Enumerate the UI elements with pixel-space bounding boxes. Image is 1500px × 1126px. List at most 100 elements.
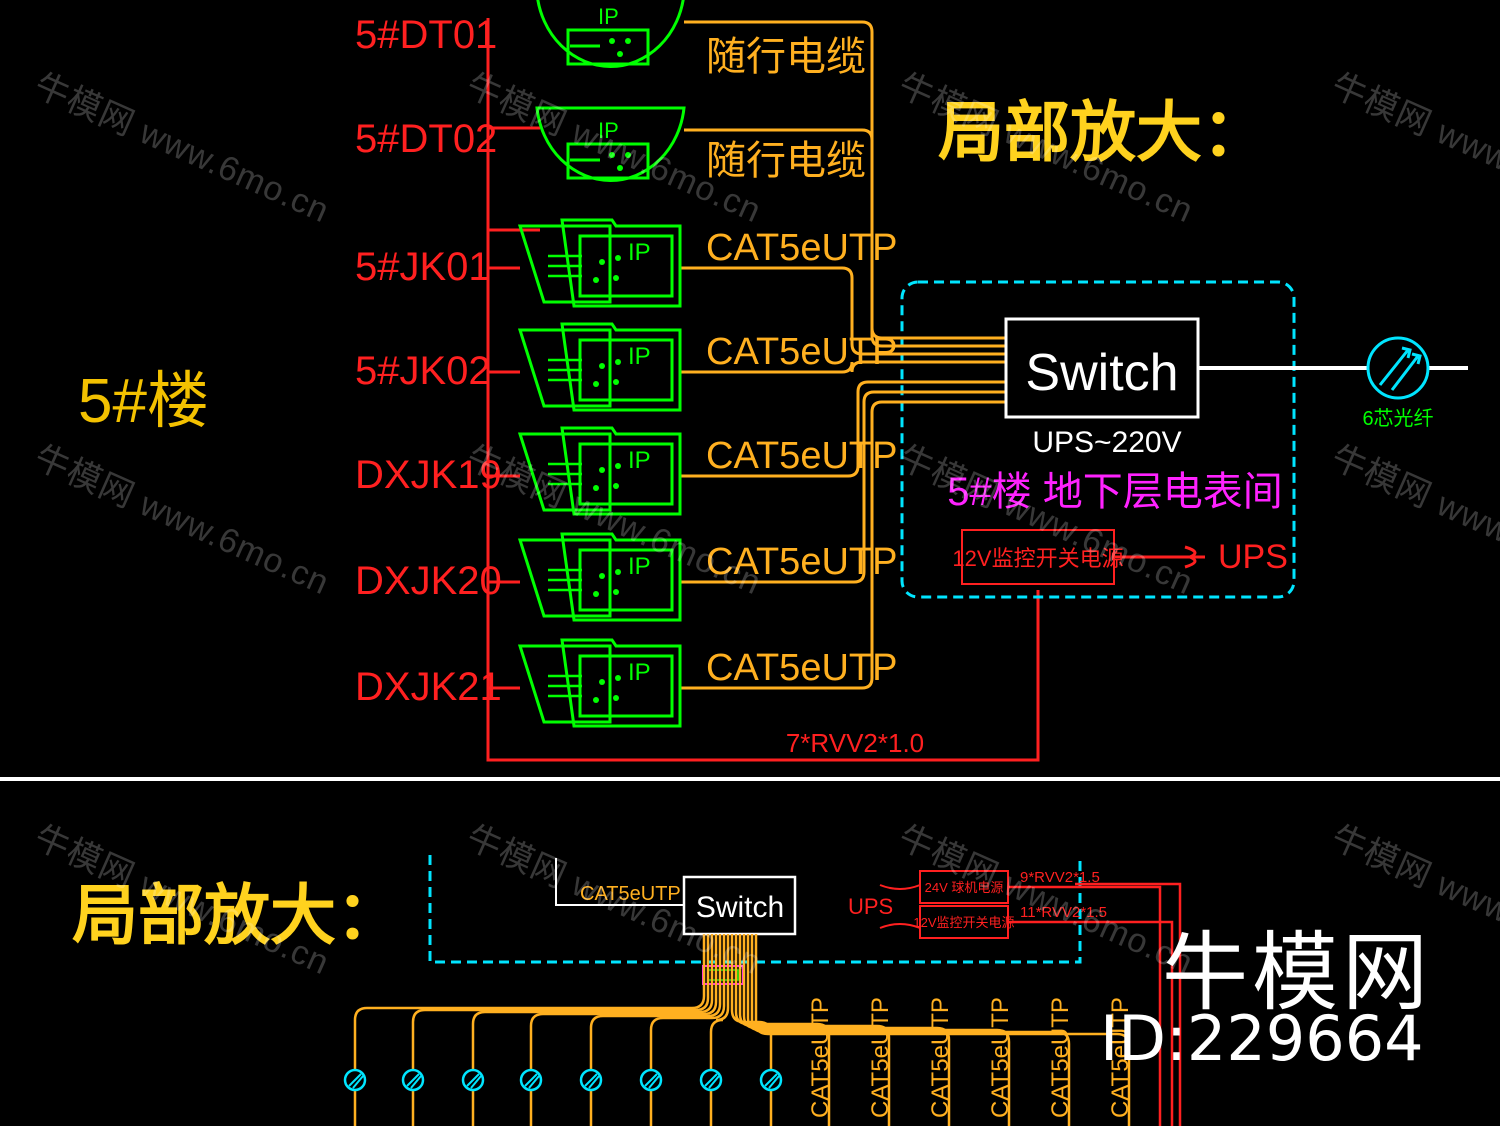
lower-ups-label: UPS <box>848 894 893 919</box>
fiber-node-arrow <box>406 1073 422 1089</box>
camera-fins <box>548 568 582 592</box>
camera-housing-icon <box>517 328 612 408</box>
power-12v-label: 12V监控开关电源 <box>913 915 1014 930</box>
fiber-icon <box>1366 336 1430 400</box>
camera-fins <box>548 674 582 698</box>
camera-body-icon <box>560 218 682 308</box>
led-dot <box>625 38 631 44</box>
ip-label: IP <box>628 447 651 474</box>
dome-camera-icon <box>536 0 685 68</box>
camera-housing-icon <box>517 644 612 724</box>
room-label: 5#楼 地下层电表间 <box>947 470 1283 514</box>
fiber-label: 6芯光纤 <box>1362 407 1433 430</box>
cable-label: CAT5eUTP <box>706 331 897 373</box>
camera-front-icon <box>578 234 674 298</box>
power-24v-label: 24V 球机电源 <box>925 880 1004 895</box>
zoom-title: 局部放大： <box>938 95 1268 169</box>
uplink-cable-label: CAT5eUTP <box>580 883 681 905</box>
led-dot <box>615 463 621 469</box>
led-dot <box>593 277 599 283</box>
camera-housing-icon <box>517 224 612 304</box>
led-dot <box>599 259 605 265</box>
led-dot <box>615 255 621 261</box>
led-dot <box>615 359 621 365</box>
brand-id: ID:229664 <box>1100 1002 1424 1075</box>
led-dot <box>625 152 631 158</box>
camera-fins <box>548 462 582 486</box>
device-1[interactable]: 5#DT02 IP 随行电缆 <box>355 106 866 183</box>
cable-label: CAT5eUTP <box>706 647 897 689</box>
camera-front-icon <box>578 654 674 718</box>
led-dot <box>613 695 619 701</box>
lower-cable-line <box>353 934 706 1126</box>
lower-cable-line <box>709 934 730 1126</box>
ups-connector <box>1114 545 1205 569</box>
lower-power-lines <box>1008 885 1174 1126</box>
led-dot <box>593 485 599 491</box>
lower-cable-line <box>589 934 722 1126</box>
led-dot <box>613 483 619 489</box>
led-dot <box>613 275 619 281</box>
cable-line <box>680 360 1006 374</box>
camera-body-icon <box>560 532 682 622</box>
lower-cable-bundle <box>343 934 1131 1126</box>
cable-line <box>680 380 1006 478</box>
ip-label: IP <box>628 343 651 370</box>
device-id-label: 5#JK02 <box>355 349 491 393</box>
led-dot <box>615 675 621 681</box>
vertical-cable-label: CAT5eUTP <box>987 997 1014 1118</box>
camera-body-icon <box>566 142 650 180</box>
cable-label: 随行电缆 <box>706 139 866 183</box>
lower-cable-line <box>411 934 710 1126</box>
lower-zoom-title: 局部放大： <box>72 878 402 952</box>
ups-label: UPS <box>1218 538 1288 576</box>
cable-bundle <box>680 20 1006 690</box>
cable-label: CAT5eUTP <box>706 227 897 269</box>
fiber-node-arrow <box>704 1073 720 1089</box>
ip-label: IP <box>598 118 619 143</box>
lower-switch-label: Switch <box>696 891 784 924</box>
ip-label: IP <box>628 553 651 580</box>
switch-box[interactable] <box>1004 317 1200 419</box>
vertical-cable-label: CAT5eUTP <box>1047 997 1074 1118</box>
camera-body-icon <box>560 638 682 728</box>
lower-cable-line <box>750 934 1071 1126</box>
led-dot <box>617 165 623 171</box>
lower-panel: 局部放大： CAT5eUTP Switch UPS 24V 球机电源 12V监控… <box>72 855 1182 1126</box>
led-dot <box>599 573 605 579</box>
camera-housing-icon <box>517 538 612 618</box>
device-id-label: 5#DT02 <box>355 117 497 161</box>
device-6[interactable]: DXJK21 IP CAT5eUTP <box>355 638 897 728</box>
uplink-line <box>555 858 684 906</box>
lower-cable-line <box>649 934 726 1126</box>
fiber-arrows-icon <box>1378 346 1422 391</box>
lower-ups-connector <box>879 884 921 929</box>
lower-power-line-3 <box>1075 882 1182 1126</box>
device-3[interactable]: 5#JK02 IP CAT5eUTP <box>355 322 897 412</box>
lower-cable-line <box>746 934 1011 1126</box>
ip-label: IP <box>628 659 651 686</box>
fiber-node-arrow <box>764 1073 780 1089</box>
dome-camera-icon <box>535 106 686 182</box>
cable-label: CAT5eUTP <box>706 435 897 477</box>
vertical-cable-label: CAT5eUTP <box>1107 997 1134 1118</box>
cable-label: 随行电缆 <box>706 35 866 79</box>
cable-line <box>680 266 1006 356</box>
led-dot <box>593 591 599 597</box>
device-id-label: DXJK21 <box>355 665 502 709</box>
switch-label: Switch <box>1025 344 1178 402</box>
led-dot <box>617 51 623 57</box>
cable-line <box>680 390 1006 584</box>
led-dot <box>599 467 605 473</box>
led-dot <box>609 38 615 44</box>
led-dot <box>613 379 619 385</box>
cable-1-label: 9*RVV2*1.5 <box>1020 869 1100 886</box>
camera-housing-icon <box>517 432 612 512</box>
